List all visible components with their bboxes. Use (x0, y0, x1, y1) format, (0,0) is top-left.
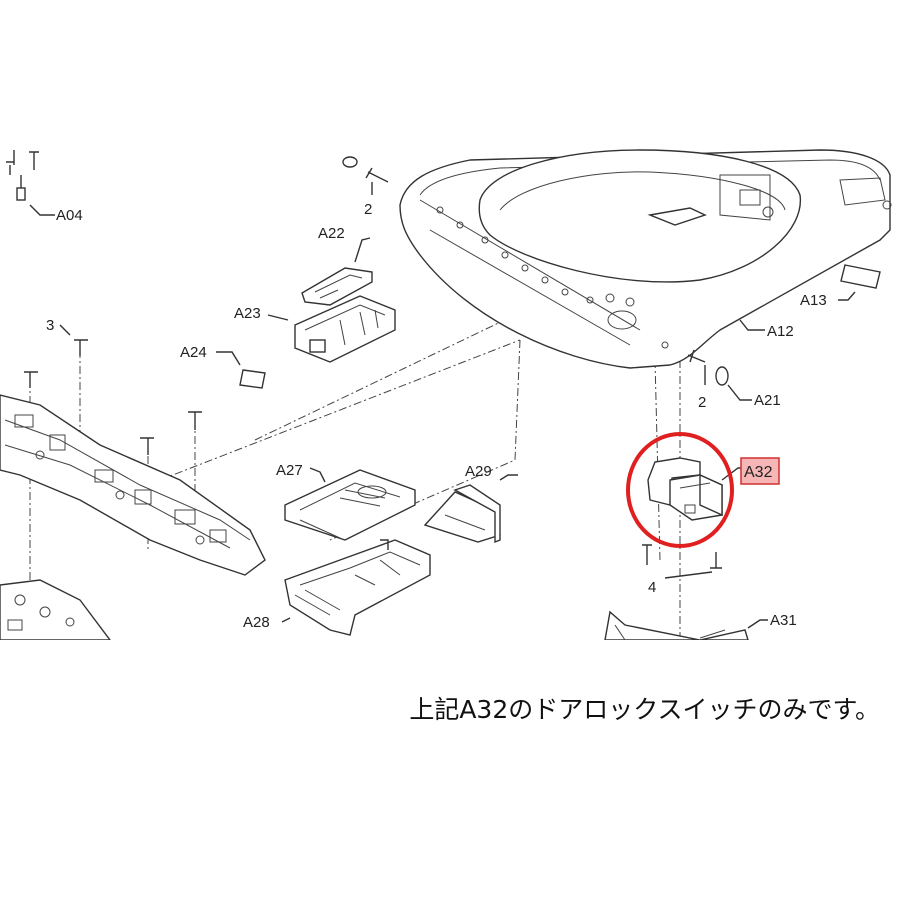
highlight-circle (626, 432, 734, 548)
screw-group-top-left: A04 (6, 150, 83, 224)
label-screw-3: 3 (46, 317, 54, 334)
control-panel-assembly (0, 394, 266, 641)
part-a23: A23 (234, 295, 396, 363)
label-a32: A32 (744, 464, 773, 481)
a32-label-box: A32 (740, 457, 780, 485)
label-a28: A28 (243, 614, 270, 631)
part-a24: A24 (180, 344, 266, 389)
part-a28: A28 (243, 539, 431, 636)
screw-4: 4 (642, 544, 722, 596)
label-screw-2-top: 2 (364, 201, 372, 218)
label-a23: A23 (234, 305, 261, 322)
label-screw-4: 4 (648, 579, 656, 596)
sticker-a13: A13 (800, 264, 881, 309)
label-a13: A13 (800, 292, 827, 309)
part-a27: A27 (276, 462, 416, 541)
label-a12: A12 (767, 323, 794, 340)
label-screw-2-right: 2 (698, 394, 706, 411)
screw-2-top: 2 (342, 156, 389, 218)
caption-text: 上記A32のドアロックスイッチのみです。 (409, 695, 880, 724)
label-a27: A27 (276, 462, 303, 479)
label-a29: A29 (465, 463, 492, 480)
label-a24: A24 (180, 344, 207, 361)
screw-group-left: 3 (24, 317, 202, 455)
label-a04: A04 (56, 207, 83, 224)
door-lock-switch-a32 (647, 457, 745, 521)
part-a22: A22 (301, 225, 373, 306)
part-a31: A31 (604, 610, 797, 641)
tub-top-a12: A12 (399, 149, 892, 369)
screw-2-right: 2 A21 (687, 349, 781, 411)
label-a21: A21 (754, 392, 781, 409)
part-a29: A29 (423, 463, 518, 544)
label-a31: A31 (770, 612, 797, 629)
label-a22: A22 (318, 225, 345, 242)
